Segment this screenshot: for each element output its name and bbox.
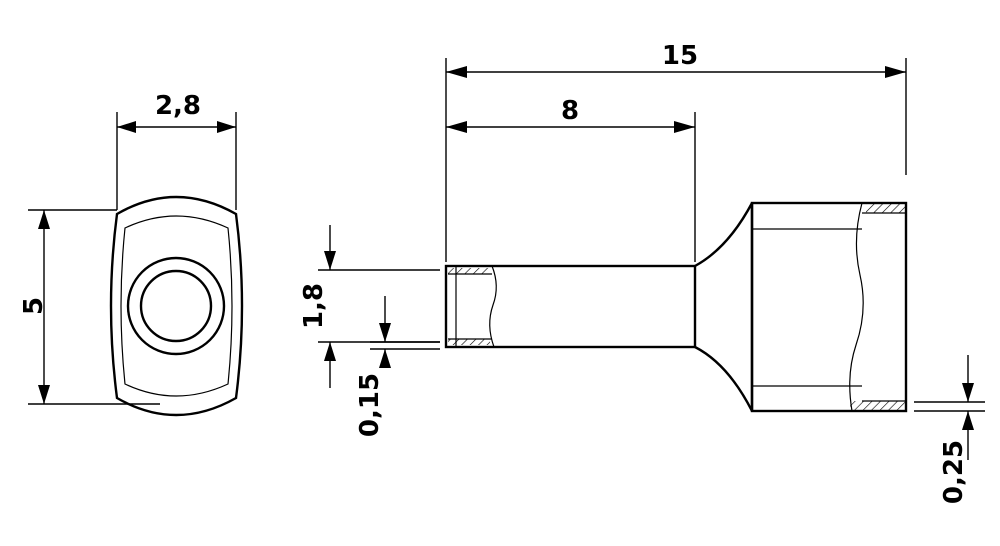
front-view-inner-outline xyxy=(120,215,233,397)
collar-wall-label: 0,25 xyxy=(939,440,969,504)
front-view-inner-ring xyxy=(139,269,213,343)
collar-outline xyxy=(750,201,908,413)
sleeve-length-label: 8 xyxy=(561,96,579,126)
front-height-label: 5 xyxy=(19,297,49,315)
collar-break-line xyxy=(849,202,864,412)
collar-wall-bottom-hatch xyxy=(850,401,905,410)
sleeve-wall-label: 0,15 xyxy=(355,373,385,437)
sleeve-outline xyxy=(444,264,697,349)
front-width-label: 2,8 xyxy=(155,91,201,121)
front-view-outer-ring xyxy=(126,256,226,356)
front-view: 2,8 5 xyxy=(19,91,244,417)
cone-outline xyxy=(694,202,754,412)
overall-length-label: 15 xyxy=(662,41,698,71)
sleeve-wall-bottom-hatch xyxy=(448,339,490,345)
side-view: 15 8 1,8 0,15 0,25 xyxy=(299,41,985,504)
front-view-outer-outline xyxy=(109,195,244,417)
sleeve-break-line xyxy=(489,265,497,348)
sleeve-wall-top-hatch xyxy=(448,268,490,274)
collar-wall-top-hatch xyxy=(866,204,905,213)
sleeve-diameter-label: 1,8 xyxy=(299,283,329,329)
